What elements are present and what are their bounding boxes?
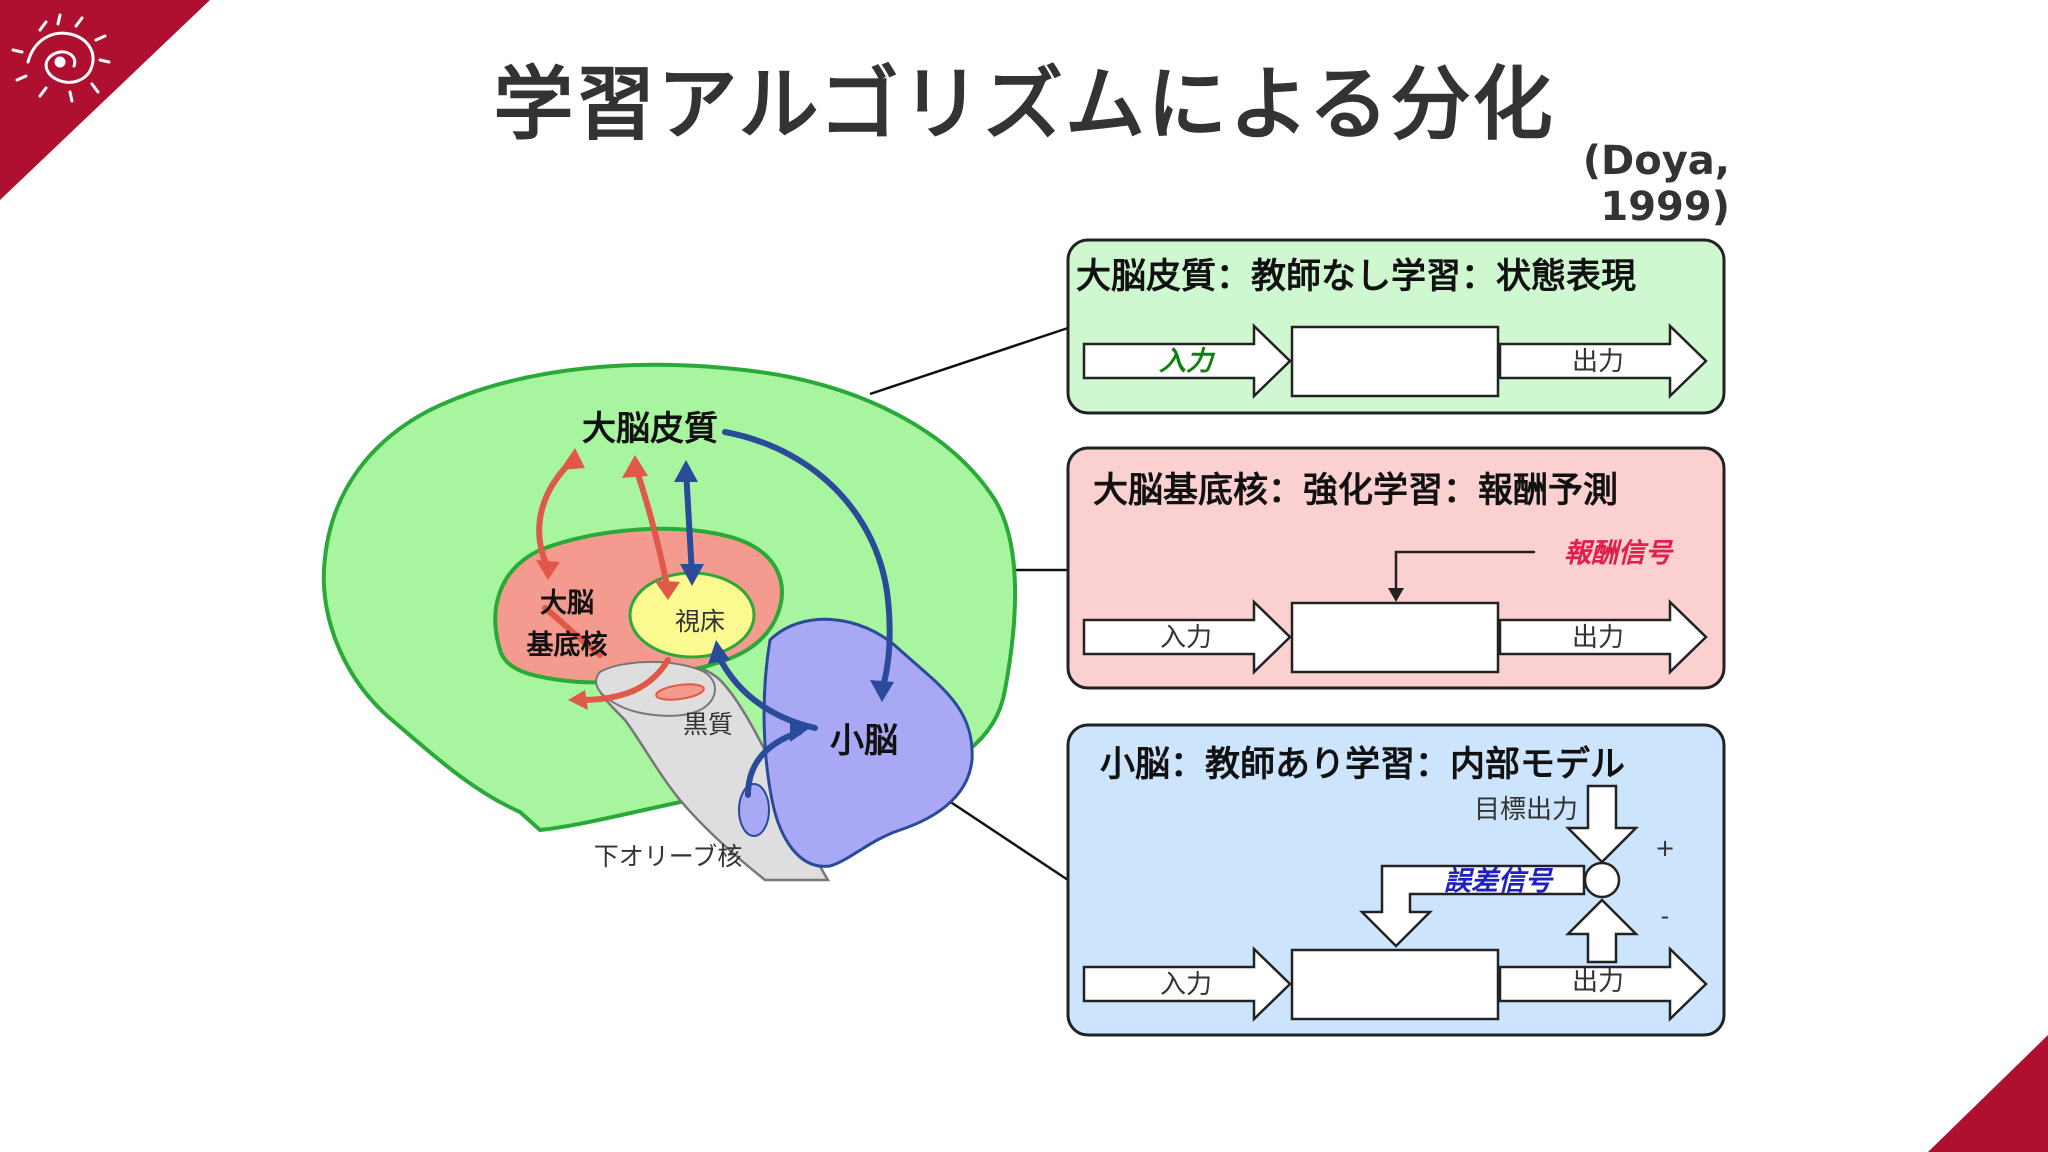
panel-cortex-learner-box [1290,325,1500,398]
substantia-nigra-label: 黒質 [683,710,733,739]
panel-cortex-input-arrow [1082,323,1292,399]
inferior-olive-label: 下オリーブ核 [594,842,743,871]
panel-cortex-input-label: 入力 [1159,346,1216,377]
panel-cerebellum-comparator [1583,861,1621,899]
panel-cerebellum-output-arrow [1498,946,1708,1022]
corner-triangle-bottom-right [1928,1035,2048,1152]
panel-cerebellum-error-label: 誤差信号 [1444,866,1554,897]
panel-basal-ganglia-input-label: 入力 [1160,623,1212,653]
panel-cerebellum-plus-sign: + [1655,834,1675,862]
panel-basal-ganglia-signal-label: 報酬信号 [1564,538,1674,569]
cerebellum-label: 小脳 [830,721,898,761]
panel-basal-ganglia: 大脳基底核：強化学習：報酬予測 報酬信号 入力 出力 [1066,446,1726,690]
panel-cerebellum-error-arrow [1358,864,1586,948]
basal-ganglia-label-line1: 大脳 [540,588,594,619]
panel-cerebellum: 小脳：教師あり学習：内部モデル 目標出力 + - 誤差信号 入力 出力 [1066,723,1726,1037]
panel-basal-ganglia-signal-arrowhead [1388,588,1404,602]
panel-basal-ganglia-heading: 大脳基底核：強化学習：報酬予測 [1093,470,1618,511]
brain-diagram: 大脳皮質 大脳 基底核 視床 黒質 小脳 下オリーブ核 [321,362,1018,882]
panel-cerebellum-feedback-arrow [1564,898,1640,964]
red-arrowheads [536,448,680,710]
logo-icon [11,13,111,103]
panel-cerebellum-input-label: 入力 [1160,970,1212,1000]
connector-cortex [869,326,1069,396]
panel-basal-ganglia-output-label: 出力 [1572,623,1624,653]
panel-cerebellum-heading: 小脳：教師あり学習：内部モデル [1100,744,1625,785]
connector-cerebellum [939,793,1069,882]
panel-cerebellum-input-arrow [1082,946,1292,1022]
panel-cerebellum-target-label: 目標出力 [1474,795,1578,825]
inferior-olive-region [738,783,770,837]
corner-triangle-top-left [0,0,210,200]
panel-cerebellum-learner-box [1290,948,1500,1021]
panel-cortex-output-label: 出力 [1572,347,1624,377]
cortex-label: 大脳皮質 [582,409,718,449]
panel-cerebellum-output-label: 出力 [1572,967,1624,997]
midbrain [595,660,716,717]
panel-cerebellum-target-arrow [1564,784,1640,864]
basal-ganglia-label-line2: 基底核 [527,629,608,661]
substantia-nigra-region [655,683,705,701]
panel-basal-ganglia-output-arrow [1498,599,1708,675]
panel-cerebellum-minus-sign: - [1661,902,1670,930]
cerebellum-region [762,617,974,868]
blue-arrows [683,429,893,798]
slide-title: 学習アルゴリズムによる分化 [493,58,1555,151]
panel-basal-ganglia-signal-line [1394,550,1535,596]
panel-cortex-heading: 大脳皮質：教師なし学習：状態表現 [1076,256,1636,297]
panel-basal-ganglia-learner-box [1290,601,1500,674]
panel-cortex: 大脳皮質：教師なし学習：状態表現 入力 出力 [1066,238,1726,415]
panel-cortex-output-arrow [1498,323,1708,399]
blue-arrowheads [674,460,894,742]
thalamus-label: 視床 [675,607,725,636]
panel-basal-ganglia-input-arrow [1082,599,1292,675]
slide-citation: (Doya, 1999) [1582,138,1730,230]
